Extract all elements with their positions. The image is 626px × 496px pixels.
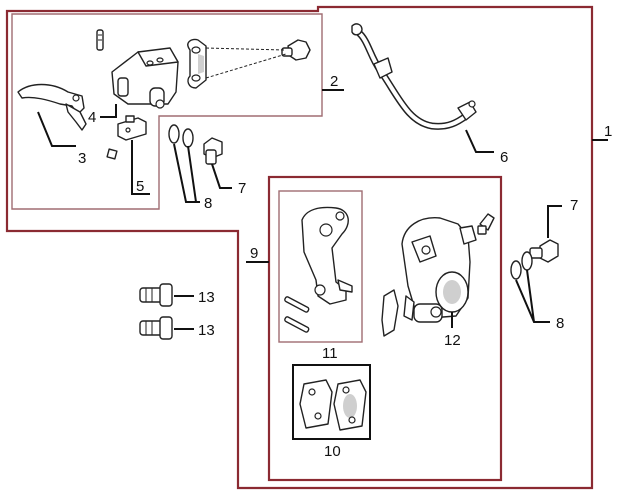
nut-icon xyxy=(106,148,118,160)
sealing-washer-icon xyxy=(510,251,533,280)
bracket-group-frame xyxy=(278,190,363,343)
brake-pads-box xyxy=(292,364,371,440)
leader-line xyxy=(547,205,562,238)
callout-8-right: 8 xyxy=(556,315,564,332)
callout-7-left: 7 xyxy=(238,180,246,197)
leader-line xyxy=(515,269,550,323)
leader-line xyxy=(131,140,150,195)
caliper-group-frame xyxy=(267,175,503,482)
brake-pad-icon xyxy=(333,379,367,431)
callout-4: 4 xyxy=(88,109,96,126)
bleeder-valve-icon xyxy=(477,213,495,235)
screw-icon xyxy=(96,29,104,51)
master-cylinder-group-frame xyxy=(11,13,323,210)
callout-5: 5 xyxy=(136,178,144,195)
callout-7-right: 7 xyxy=(570,197,578,214)
leader-line xyxy=(465,129,494,153)
mounting-bolt-icon xyxy=(139,316,173,340)
callout-3: 3 xyxy=(78,150,86,167)
callout-2: 2 xyxy=(330,73,338,90)
leader-line xyxy=(211,163,232,189)
brake-hose-icon xyxy=(351,23,477,130)
clamp-bolt-icon xyxy=(281,39,311,61)
mounting-bolt-icon xyxy=(139,283,173,307)
master-cylinder-icon xyxy=(111,47,179,109)
callout-11: 11 xyxy=(322,345,338,362)
caliper-bracket-icon xyxy=(301,206,353,305)
leader-line xyxy=(173,143,200,203)
callout-13-lower: 13 xyxy=(198,322,215,339)
leader-line xyxy=(100,104,117,118)
callout-8-left: 8 xyxy=(204,195,212,212)
callout-13-upper: 13 xyxy=(198,289,215,306)
callout-10: 10 xyxy=(324,443,341,460)
brake-pad-icon xyxy=(299,379,333,429)
banjo-bolt-icon xyxy=(529,239,559,263)
callout-12: 12 xyxy=(444,332,461,349)
pad-spring-icon xyxy=(381,289,415,337)
leader-line xyxy=(37,111,76,147)
callout-1: 1 xyxy=(604,123,612,140)
pin-icon xyxy=(284,296,310,333)
callout-6: 6 xyxy=(500,149,508,166)
caliper-icon xyxy=(401,217,477,323)
assembly-guide-line xyxy=(205,53,287,79)
switch-icon xyxy=(117,115,147,141)
clamp-bracket-icon xyxy=(187,38,207,89)
brake-lever-icon xyxy=(17,83,87,131)
callout-9: 9 xyxy=(250,245,258,262)
assembly-guide-line xyxy=(205,47,287,51)
banjo-bolt-icon xyxy=(203,137,223,165)
sealing-washer-icon xyxy=(168,124,194,148)
assembly-frame xyxy=(5,5,594,490)
